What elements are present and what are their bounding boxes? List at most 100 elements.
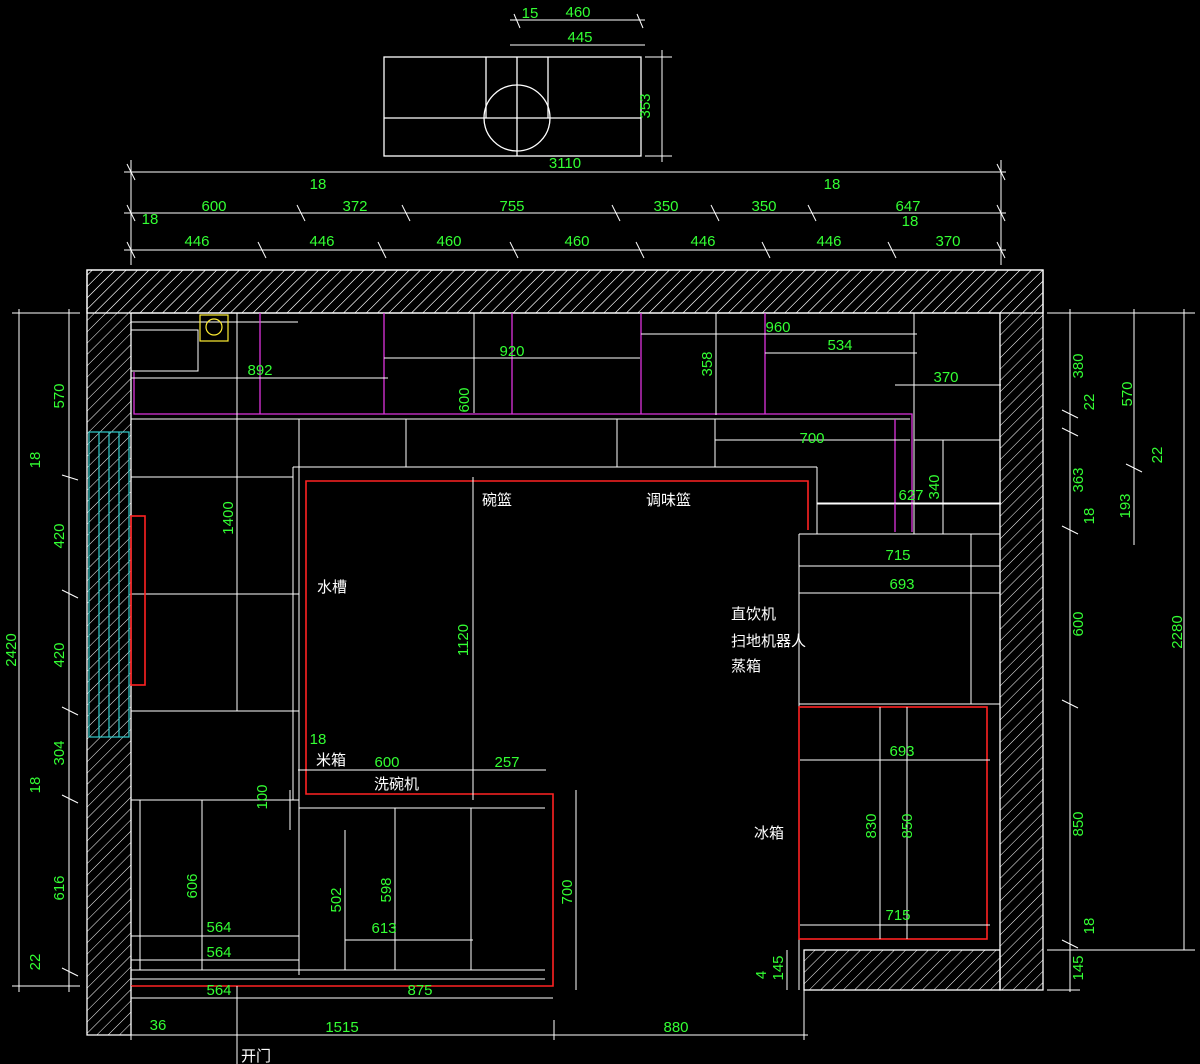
label-bowl-basket: 碗篮	[482, 491, 512, 509]
counter-outlines	[130, 480, 988, 987]
dim-370: 370	[935, 233, 960, 250]
label-water-dispenser: 直饮机	[731, 605, 776, 623]
window	[88, 431, 130, 738]
dim-892: 892	[247, 362, 272, 379]
dim-18h: 18	[1081, 508, 1098, 525]
dim-22b: 22	[1081, 394, 1098, 411]
range-hood	[383, 56, 642, 157]
dim-850b: 850	[1070, 811, 1087, 836]
dim-4: 4	[753, 971, 770, 979]
dim-502: 502	[328, 887, 345, 912]
dim-145a: 145	[770, 955, 787, 980]
dim-420b: 420	[51, 642, 68, 667]
dim-446d: 446	[816, 233, 841, 250]
dim-hood-445: 445	[567, 29, 592, 46]
dim-606: 606	[184, 873, 201, 898]
dim-700b: 700	[559, 879, 576, 904]
dim-340: 340	[926, 474, 943, 499]
dim-1515: 1515	[325, 1019, 358, 1036]
dim-570b: 570	[1119, 381, 1136, 406]
walls	[86, 269, 1044, 1036]
dim-570: 570	[51, 383, 68, 408]
dim-600c: 600	[1070, 611, 1087, 636]
dim-564b: 564	[206, 944, 231, 961]
dim-350a: 350	[653, 198, 678, 215]
dim-755: 755	[499, 198, 524, 215]
dim-600a: 600	[456, 387, 473, 412]
label-dishwasher: 洗碗机	[374, 775, 419, 793]
dim-372: 372	[342, 198, 367, 215]
dim-193: 193	[1117, 493, 1134, 518]
label-rice-box: 米箱	[316, 751, 346, 769]
dim-304: 304	[51, 740, 68, 765]
dim-715b: 715	[885, 907, 910, 924]
dim-534: 534	[827, 337, 852, 354]
dim-hood-353: 353	[637, 93, 654, 118]
dim-18b: 18	[824, 176, 841, 193]
dim-875: 875	[407, 982, 432, 999]
dim-2280: 2280	[1169, 615, 1186, 648]
dim-627: 627	[898, 487, 923, 504]
drain-fixture-icon	[199, 314, 229, 342]
dim-960: 960	[765, 319, 790, 336]
dim-hood-15: 15	[522, 5, 539, 22]
dim-715a: 715	[885, 547, 910, 564]
dim-647: 647	[895, 198, 920, 215]
dim-880: 880	[663, 1019, 688, 1036]
label-fridge: 冰箱	[754, 824, 784, 842]
dim-2420: 2420	[3, 633, 20, 666]
hood-dimensions	[510, 13, 672, 162]
dim-1400: 1400	[220, 501, 237, 534]
dim-18i: 18	[1081, 918, 1098, 935]
dim-613: 613	[371, 920, 396, 937]
dim-564a: 564	[206, 919, 231, 936]
top-dimension-chains	[124, 160, 1006, 265]
dim-693b: 693	[889, 743, 914, 760]
dim-460a: 460	[436, 233, 461, 250]
dim-18g: 18	[27, 777, 44, 794]
dim-600: 600	[201, 198, 226, 215]
dim-18e: 18	[310, 731, 327, 748]
dim-564c: 564	[206, 982, 231, 999]
cabinet-lines	[131, 313, 1000, 990]
label-robot-vacuum: 扫地机器人	[731, 632, 806, 650]
dim-460b: 460	[564, 233, 589, 250]
dim-446a: 446	[184, 233, 209, 250]
room-labels: 碗篮 调味篮 水槽 直饮机 扫地机器人 蒸箱 米箱 洗碗机 冰箱 开门	[241, 491, 806, 1064]
dim-700: 700	[799, 430, 824, 447]
dim-145b: 145	[1070, 955, 1087, 980]
right-dimension-chains	[1047, 309, 1195, 992]
dim-920: 920	[499, 343, 524, 360]
label-door-open: 开门	[241, 1047, 271, 1064]
dimension-labels: 15 460 445 353 3110 600 18 372 755 350 3…	[3, 4, 1186, 1036]
dim-446b: 446	[309, 233, 334, 250]
left-dimension-chains	[12, 309, 80, 992]
dim-600b: 600	[374, 754, 399, 771]
dim-363: 363	[1070, 467, 1087, 492]
dim-830: 830	[863, 813, 880, 838]
dim-hood-460: 460	[565, 4, 590, 21]
label-steam-oven: 蒸箱	[731, 657, 761, 675]
dim-total-width: 3110	[549, 155, 581, 172]
dim-598: 598	[378, 877, 395, 902]
dim-693a: 693	[889, 576, 914, 593]
dim-22: 22	[27, 954, 44, 971]
dim-1120: 1120	[455, 624, 472, 656]
dim-257: 257	[494, 754, 519, 771]
label-sink: 水槽	[317, 578, 347, 596]
dim-100: 100	[254, 784, 271, 809]
dim-370b: 370	[933, 369, 958, 386]
dim-420a: 420	[51, 523, 68, 548]
dim-380: 380	[1070, 353, 1087, 378]
dim-18c: 18	[142, 211, 159, 228]
label-seasoning-basket: 调味篮	[646, 491, 691, 509]
dim-616: 616	[51, 875, 68, 900]
dim-18d: 18	[902, 213, 919, 230]
dim-18: 18	[310, 176, 327, 193]
dim-350b: 350	[751, 198, 776, 215]
dim-36: 36	[150, 1017, 167, 1034]
dim-22c: 22	[1149, 447, 1166, 464]
dim-358: 358	[699, 351, 716, 376]
inner-dimension-lines	[130, 313, 1001, 1064]
